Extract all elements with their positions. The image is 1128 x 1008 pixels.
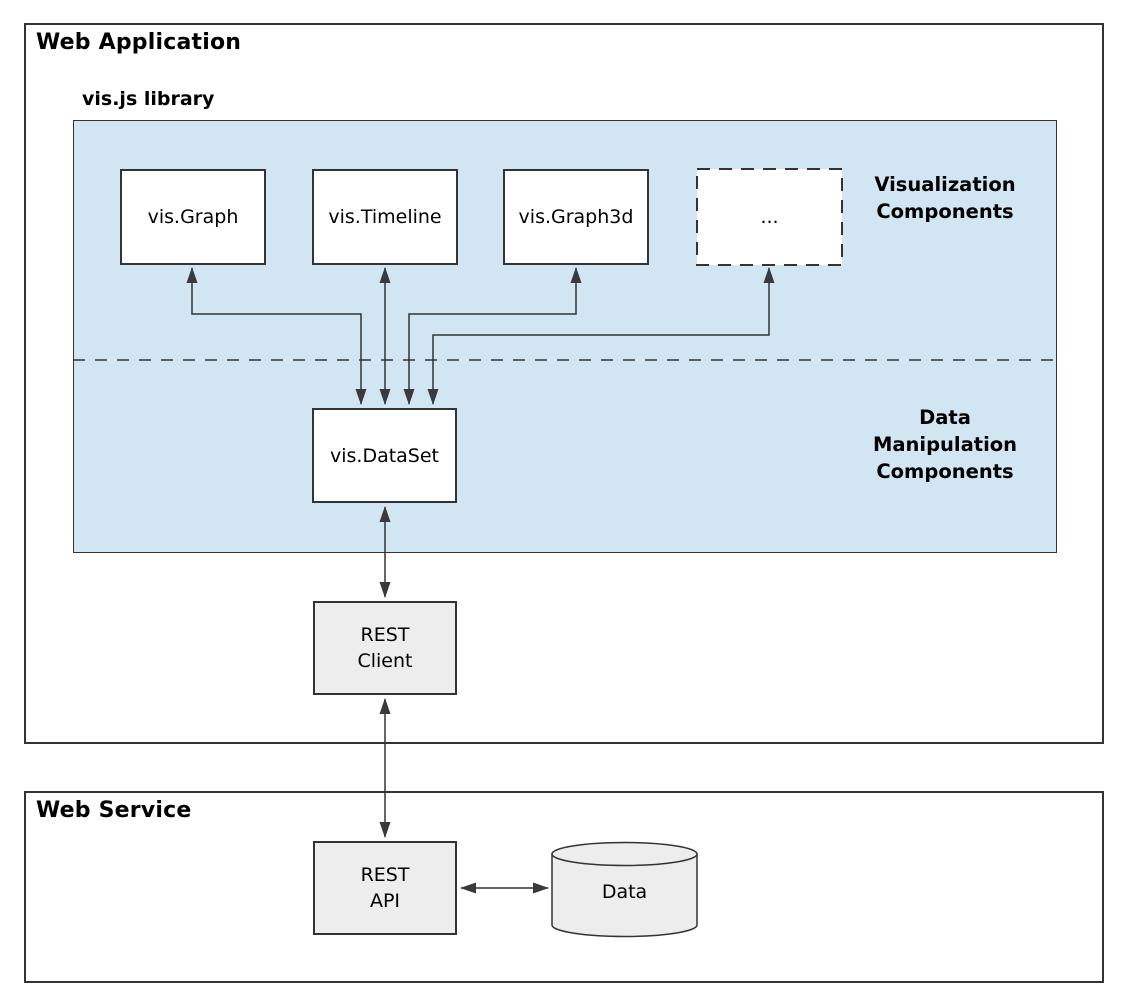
component-box-vis-graph3d: vis.Graph3d [503, 169, 649, 265]
component-box-placeholder: ... [697, 169, 842, 265]
dataset-box: vis.DataSet [312, 408, 457, 503]
component-label: vis.Graph [147, 206, 239, 228]
component-box-vis-timeline: vis.Timeline [312, 169, 458, 265]
component-label: vis.Graph3d [518, 206, 634, 228]
web-service-title: Web Service [36, 798, 192, 823]
cylinder-body [551, 853, 698, 938]
cylinder-top [551, 841, 698, 867]
component-box-vis-graph: vis.Graph [120, 169, 266, 265]
data-cylinder-label: Data [601, 881, 648, 903]
visualization-components-label: Visualization Components [874, 173, 1016, 223]
component-label: ... [760, 206, 779, 228]
web-application-title: Web Application [36, 30, 242, 55]
rest-api-box: REST API [313, 841, 457, 935]
visjs-library-title: vis.js library [82, 88, 215, 110]
data-manipulation-components-label: Data Manipulation Components [872, 406, 1018, 483]
data-cylinder [551, 841, 698, 938]
component-label: vis.Timeline [328, 206, 442, 228]
rest-client-box: REST Client [313, 601, 457, 695]
dataset-label: vis.DataSet [329, 444, 440, 467]
